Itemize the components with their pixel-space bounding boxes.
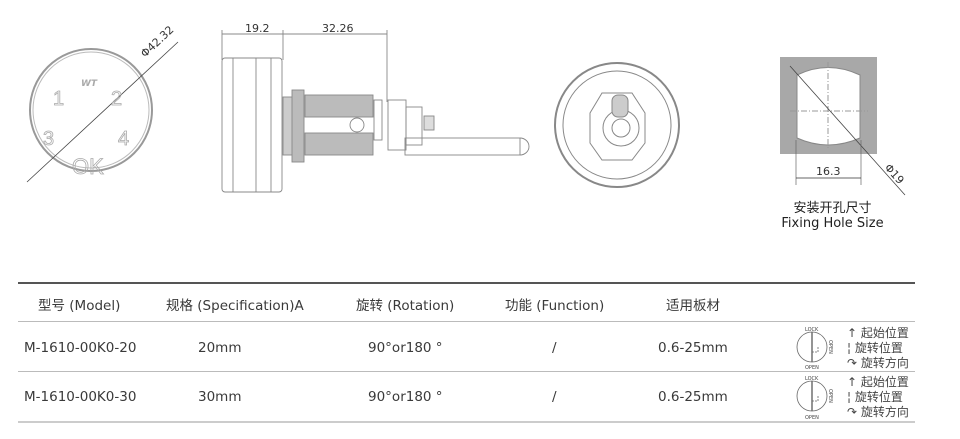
rotation-diagrams: LOCK OPEN OPEN LOCK OPEN OPEN [796,327,833,421]
legend-start: 起始位置 [860,326,909,340]
legend-direction: 旋转方向 [860,405,909,419]
row-divider [18,371,915,372]
table-top-rule [18,282,915,284]
header-board: 适用板材 [666,298,720,314]
rotation-legend: ↑ 起始位置 ¦ 旋转位置 ↷ 旋转方向 [847,326,909,370]
lock-label: LOCK [805,327,819,333]
cell-rotation: 90°or180 ° [368,340,443,356]
dim-32-26: 32.26 [322,22,354,35]
cell-rotation: 90°or180 ° [368,389,443,405]
cell-spec: 30mm [198,389,242,405]
fixing-hole-drawing [780,57,906,196]
header-model: 型号 (Model) [38,298,121,314]
key-4: 4 [118,128,129,150]
header-rotation: 旋转 (Rotation) [356,298,455,314]
cell-function: / [552,340,557,356]
lock-label: LOCK [805,376,819,382]
key-2: 2 [111,88,122,110]
key-ok: OK [72,154,104,179]
back-view [554,62,680,188]
open-label: OPEN [805,415,819,421]
legend-rotated: 旋转位置 [854,341,903,355]
key-3: 3 [43,128,54,150]
key-1: 1 [53,88,64,110]
cell-model: M-1610-00K0-20 [24,340,137,356]
legend-direction: 旋转方向 [860,356,909,370]
cell-function: / [552,389,557,405]
header-spec: 规格 (Specification)A [166,298,304,314]
hole-caption-en: Fixing Hole Size [781,216,884,231]
open-side-label: OPEN [827,340,833,354]
front-view [26,41,179,183]
row-divider [18,321,915,322]
hole-width-label: 16.3 [816,165,841,178]
rotation-legend: ↑ 起始位置 ¦ 旋转位置 ↷ 旋转方向 [847,375,909,419]
cell-spec: 20mm [198,340,242,356]
open-side-label: OPEN [827,389,833,403]
legend-rotated: 旋转位置 [854,390,903,404]
cell-board: 0.6-25mm [658,340,728,356]
open-label: OPEN [805,365,819,371]
technical-drawings: WT 1 2 3 4 OK Φ42.32 19.2 32.26 [26,22,907,196]
hole-diameter-label: Φ19 [882,161,907,187]
wt-logo: WT [81,79,98,89]
side-view [221,30,530,193]
cell-model: M-1610-00K0-30 [24,389,137,405]
dim-19-2: 19.2 [245,22,270,35]
cell-board: 0.6-25mm [658,389,728,405]
hole-caption-cn: 安装开孔尺寸 [793,201,872,216]
table-bottom-rule [18,421,915,423]
legend-start: 起始位置 [860,375,909,389]
diameter-label: Φ42.32 [138,23,176,60]
header-function: 功能 (Function) [505,298,605,314]
